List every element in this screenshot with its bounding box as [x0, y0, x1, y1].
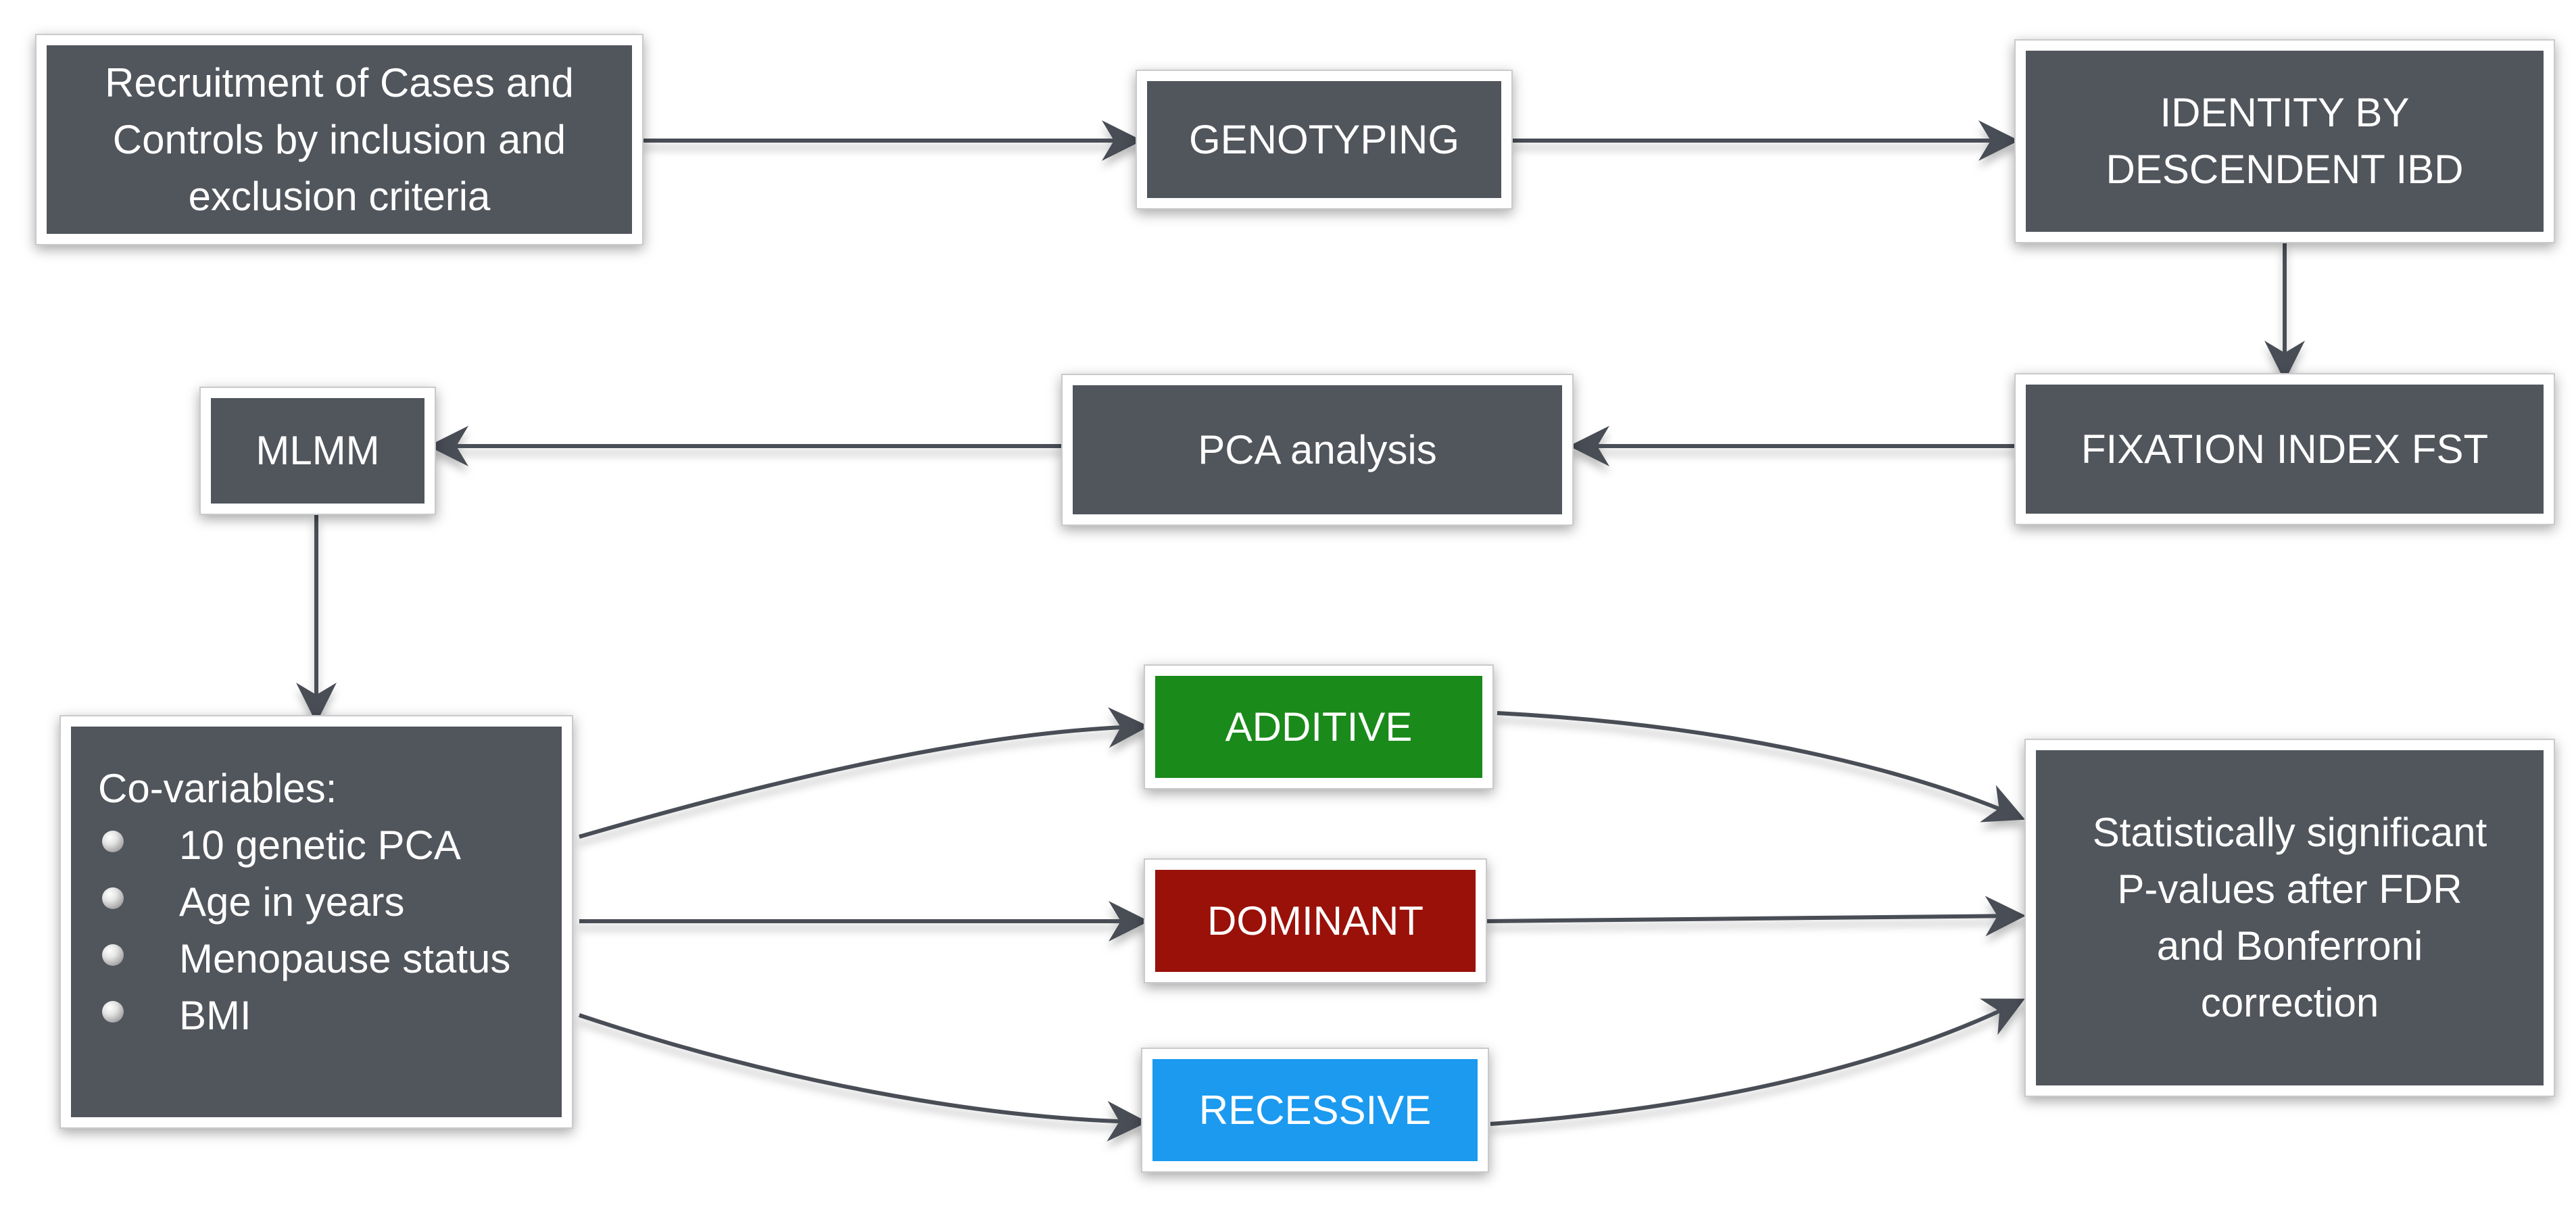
- list-item: BMI: [98, 987, 541, 1044]
- list-item: Menopause status: [98, 931, 541, 987]
- bullet-icon: [102, 944, 124, 966]
- mlmm-box: MLMM: [199, 387, 436, 515]
- covariables-list: 10 genetic PCA Age in years Menopause st…: [98, 817, 541, 1044]
- genotyping-box: GENOTYPING: [1136, 70, 1513, 210]
- recruitment-line-3: exclusion criteria: [188, 173, 491, 219]
- ibd-line-2: DESCENDENT IBD: [2106, 147, 2464, 192]
- genotyping-label: GENOTYPING: [1188, 116, 1460, 162]
- fst-label: FIXATION INDEX FST: [2081, 426, 2489, 472]
- arrow-covariables-to-recessive: [579, 1013, 1148, 1142]
- dominant-label: DOMINANT: [1207, 898, 1424, 944]
- fst-box: FIXATION INDEX FST: [2014, 373, 2555, 525]
- covariables-box: Co-variables: 10 genetic PCA Age in year…: [59, 715, 573, 1129]
- recruitment-line-2: Controls by inclusion and: [112, 116, 566, 162]
- dominant-box: DOMINANT: [1144, 858, 1487, 983]
- covariable-item-text: Age in years: [179, 879, 405, 925]
- covariable-item-text: Menopause status: [179, 936, 511, 981]
- recruitment-box: Recruitment of Cases and Controls by inc…: [35, 34, 643, 245]
- significant-box: Statistically significant P-values after…: [2024, 739, 2555, 1097]
- additive-label: ADDITIVE: [1225, 704, 1413, 750]
- ibd-line-1: IDENTITY BY: [2160, 90, 2410, 135]
- recessive-box: RECESSIVE: [1141, 1048, 1489, 1173]
- significant-line-4: correction: [2200, 980, 2379, 1025]
- arrow-covariables-to-additive: [579, 707, 1149, 839]
- mlmm-label: MLMM: [256, 428, 380, 473]
- significant-line-3: and Bonferroni: [2156, 923, 2423, 969]
- recruitment-line-1: Recruitment of Cases and: [105, 59, 574, 105]
- significant-line-1: Statistically significant: [2092, 810, 2487, 855]
- list-item: 10 genetic PCA: [98, 817, 541, 874]
- pca-box: PCA analysis: [1061, 374, 1574, 526]
- significant-line-2: P-values after FDR: [2117, 866, 2462, 912]
- bullet-icon: [102, 887, 124, 909]
- recessive-label: RECESSIVE: [1198, 1087, 1432, 1133]
- arrow-recessive-to-significant: [1490, 998, 2025, 1126]
- bullet-icon: [102, 831, 124, 852]
- pca-label: PCA analysis: [1198, 426, 1437, 472]
- arrow-dominant-to-significant: [1486, 896, 2026, 937]
- arrow-additive-to-significant: [1497, 711, 2026, 823]
- ibd-box: IDENTITY BY DESCENDENT IBD: [2014, 39, 2555, 243]
- covariables-title: Co-variables:: [98, 766, 337, 811]
- covariable-item-text: 10 genetic PCA: [179, 823, 461, 868]
- bullet-icon: [102, 1001, 124, 1023]
- additive-box: ADDITIVE: [1144, 664, 1494, 789]
- list-item: Age in years: [98, 874, 541, 931]
- covariable-item-text: BMI: [179, 993, 251, 1038]
